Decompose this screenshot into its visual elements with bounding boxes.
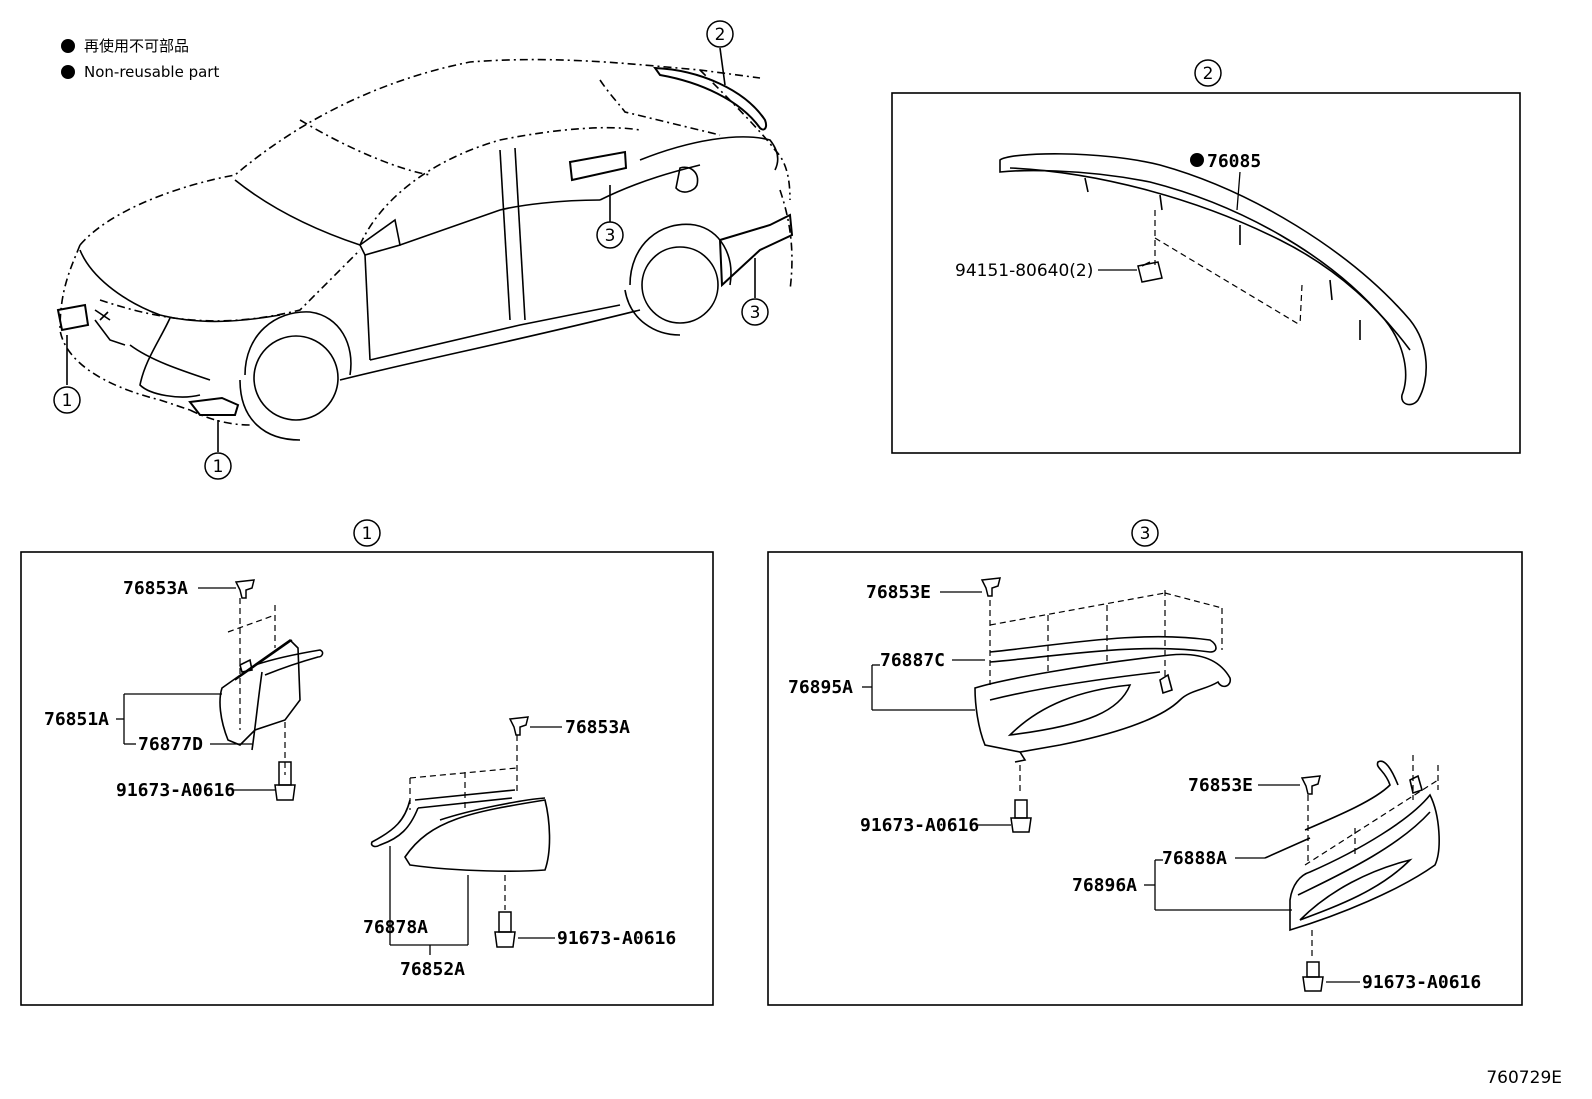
- clip-76853e-icon: [1300, 775, 1321, 795]
- part-76853e-lower: 76853E: [1188, 775, 1253, 796]
- part-91673-a0616-right: 91673-A0616: [557, 928, 676, 949]
- non-reusable-bullet-icon: [61, 39, 75, 53]
- part-76085: 76085: [1207, 151, 1261, 172]
- panel-2-label: 2: [1203, 64, 1214, 84]
- panel-2-frame: [891, 92, 1521, 454]
- car-callouts: 1 1 2 3 3: [53, 20, 769, 480]
- front-right-flap-part: [370, 789, 551, 872]
- panel-3-label: 3: [1140, 524, 1151, 544]
- svg-text:1: 1: [213, 457, 224, 477]
- rear-spoiler-shape: [652, 66, 768, 131]
- legend: 再使用不可部品 Non-reusable part: [61, 37, 219, 81]
- figure-code: 760729E: [1486, 1068, 1562, 1088]
- callout-3-rear: 3: [741, 298, 769, 326]
- callout-3-side: 3: [596, 221, 624, 249]
- bolt-lower-icon: [1302, 961, 1324, 992]
- part-76851a: 76851A: [44, 709, 109, 730]
- panel-3-frame: [767, 551, 1523, 1006]
- bolt-right-icon: [494, 911, 516, 948]
- rear-side-flap-shape: [568, 150, 628, 182]
- svg-text:2: 2: [715, 25, 726, 45]
- part-94151-80640: 94151-80640(2): [955, 261, 1093, 281]
- part-91673-a0616-left: 91673-A0616: [116, 780, 235, 801]
- clip-94151-icon: [1137, 261, 1163, 283]
- panel-3: 3 76853E 76887C: [767, 519, 1523, 1006]
- callout-1-front-left: 1: [53, 386, 81, 414]
- rear-upper-flap-part: [974, 635, 1232, 763]
- clip-76853a-icon: [508, 716, 529, 736]
- panel-1-frame: [20, 551, 714, 1006]
- part-76853e-upper: 76853E: [866, 582, 931, 603]
- rear-lower-flap-part: [1264, 760, 1440, 932]
- part-76878a: 76878A: [363, 917, 428, 938]
- part-76853a-upper: 76853A: [123, 578, 188, 599]
- part-91673-a0616-lower: 91673-A0616: [1362, 972, 1481, 993]
- front-right-flap-shape: [188, 396, 240, 416]
- part-76895a: 76895A: [788, 677, 853, 698]
- panel-1-label: 1: [362, 524, 373, 544]
- svg-text:1: 1: [62, 391, 73, 411]
- panel-2: 2 94151-80640(2) 76085: [891, 59, 1521, 454]
- spoiler-shape: [999, 153, 1427, 406]
- part-76853a-right: 76853A: [565, 717, 630, 738]
- panel-1: 1 76853A 76851A: [20, 519, 714, 1006]
- part-76877d: 76877D: [138, 734, 203, 755]
- front-left-flap-shape: [56, 303, 90, 332]
- car-overview: [56, 47, 794, 452]
- bolt-left-icon: [274, 761, 296, 801]
- legend-jp: 再使用不可部品: [84, 37, 189, 55]
- svg-text:3: 3: [605, 226, 616, 246]
- part-76852a: 76852A: [400, 959, 465, 980]
- non-reusable-bullet-icon: [1190, 153, 1204, 167]
- svg-text:3: 3: [750, 303, 761, 323]
- non-reusable-bullet-icon: [61, 65, 75, 79]
- callout-1-front-right: 1: [204, 452, 232, 480]
- callout-2-spoiler: 2: [706, 20, 734, 48]
- rear-lower-flap-shape: [718, 213, 794, 288]
- part-76887c: 76887C: [880, 650, 945, 671]
- part-76896a: 76896A: [1072, 875, 1137, 896]
- clip-76853a-icon: [234, 579, 255, 599]
- part-76888a: 76888A: [1162, 848, 1227, 869]
- part-91673-a0616-upper: 91673-A0616: [860, 815, 979, 836]
- clip-76853e-icon: [980, 577, 1001, 597]
- front-left-flap-part: [219, 638, 324, 751]
- bolt-upper-icon: [1010, 799, 1032, 833]
- legend-en: Non-reusable part: [84, 63, 219, 81]
